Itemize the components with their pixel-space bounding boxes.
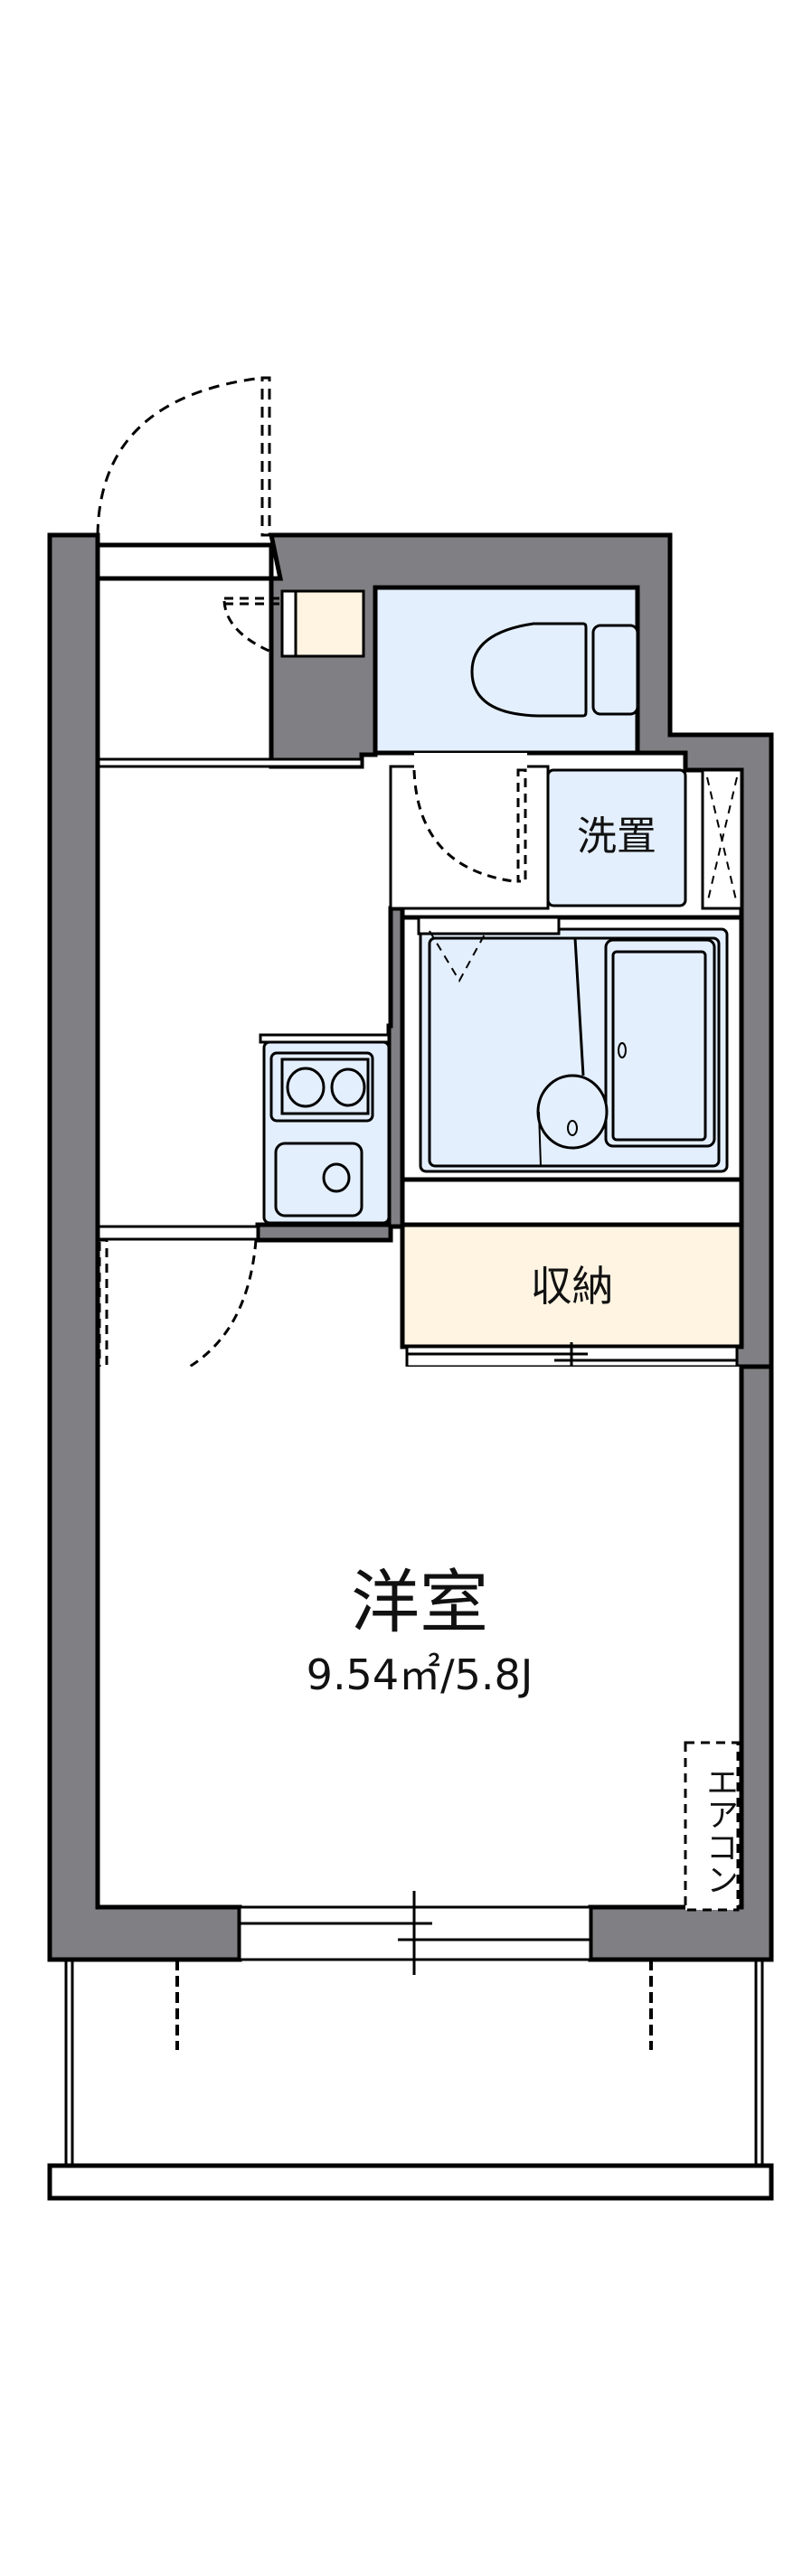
kitchen-sink <box>274 1142 364 1217</box>
room-name: 洋室 <box>351 1562 488 1642</box>
air-conditioner <box>684 1741 740 1912</box>
entry-door-leaf <box>260 376 271 537</box>
aircon-label: エアコン <box>701 1765 738 1895</box>
balcony <box>47 1960 774 2201</box>
toilet-tank <box>591 624 639 716</box>
bath-door-swing <box>429 930 487 983</box>
cabinet-door-swing <box>222 600 274 654</box>
toilet-bowl <box>470 622 588 718</box>
sliding-window <box>238 1891 592 1975</box>
room-area: 9.54㎡/5.8J <box>306 1650 533 1699</box>
washer-space <box>546 768 687 907</box>
washer-space-label: 洗置 <box>577 813 656 860</box>
storage-room <box>400 1222 744 1349</box>
shoe-cabinet <box>294 589 365 658</box>
entry-door-swing <box>96 376 263 536</box>
storage-label: 収納 <box>530 1262 614 1311</box>
western-room <box>98 1367 741 1905</box>
kitchen-counter <box>259 1033 391 1225</box>
washroom-door-swing <box>412 769 515 883</box>
wash-basin <box>536 1074 609 1150</box>
entry-door-frame <box>95 542 274 581</box>
